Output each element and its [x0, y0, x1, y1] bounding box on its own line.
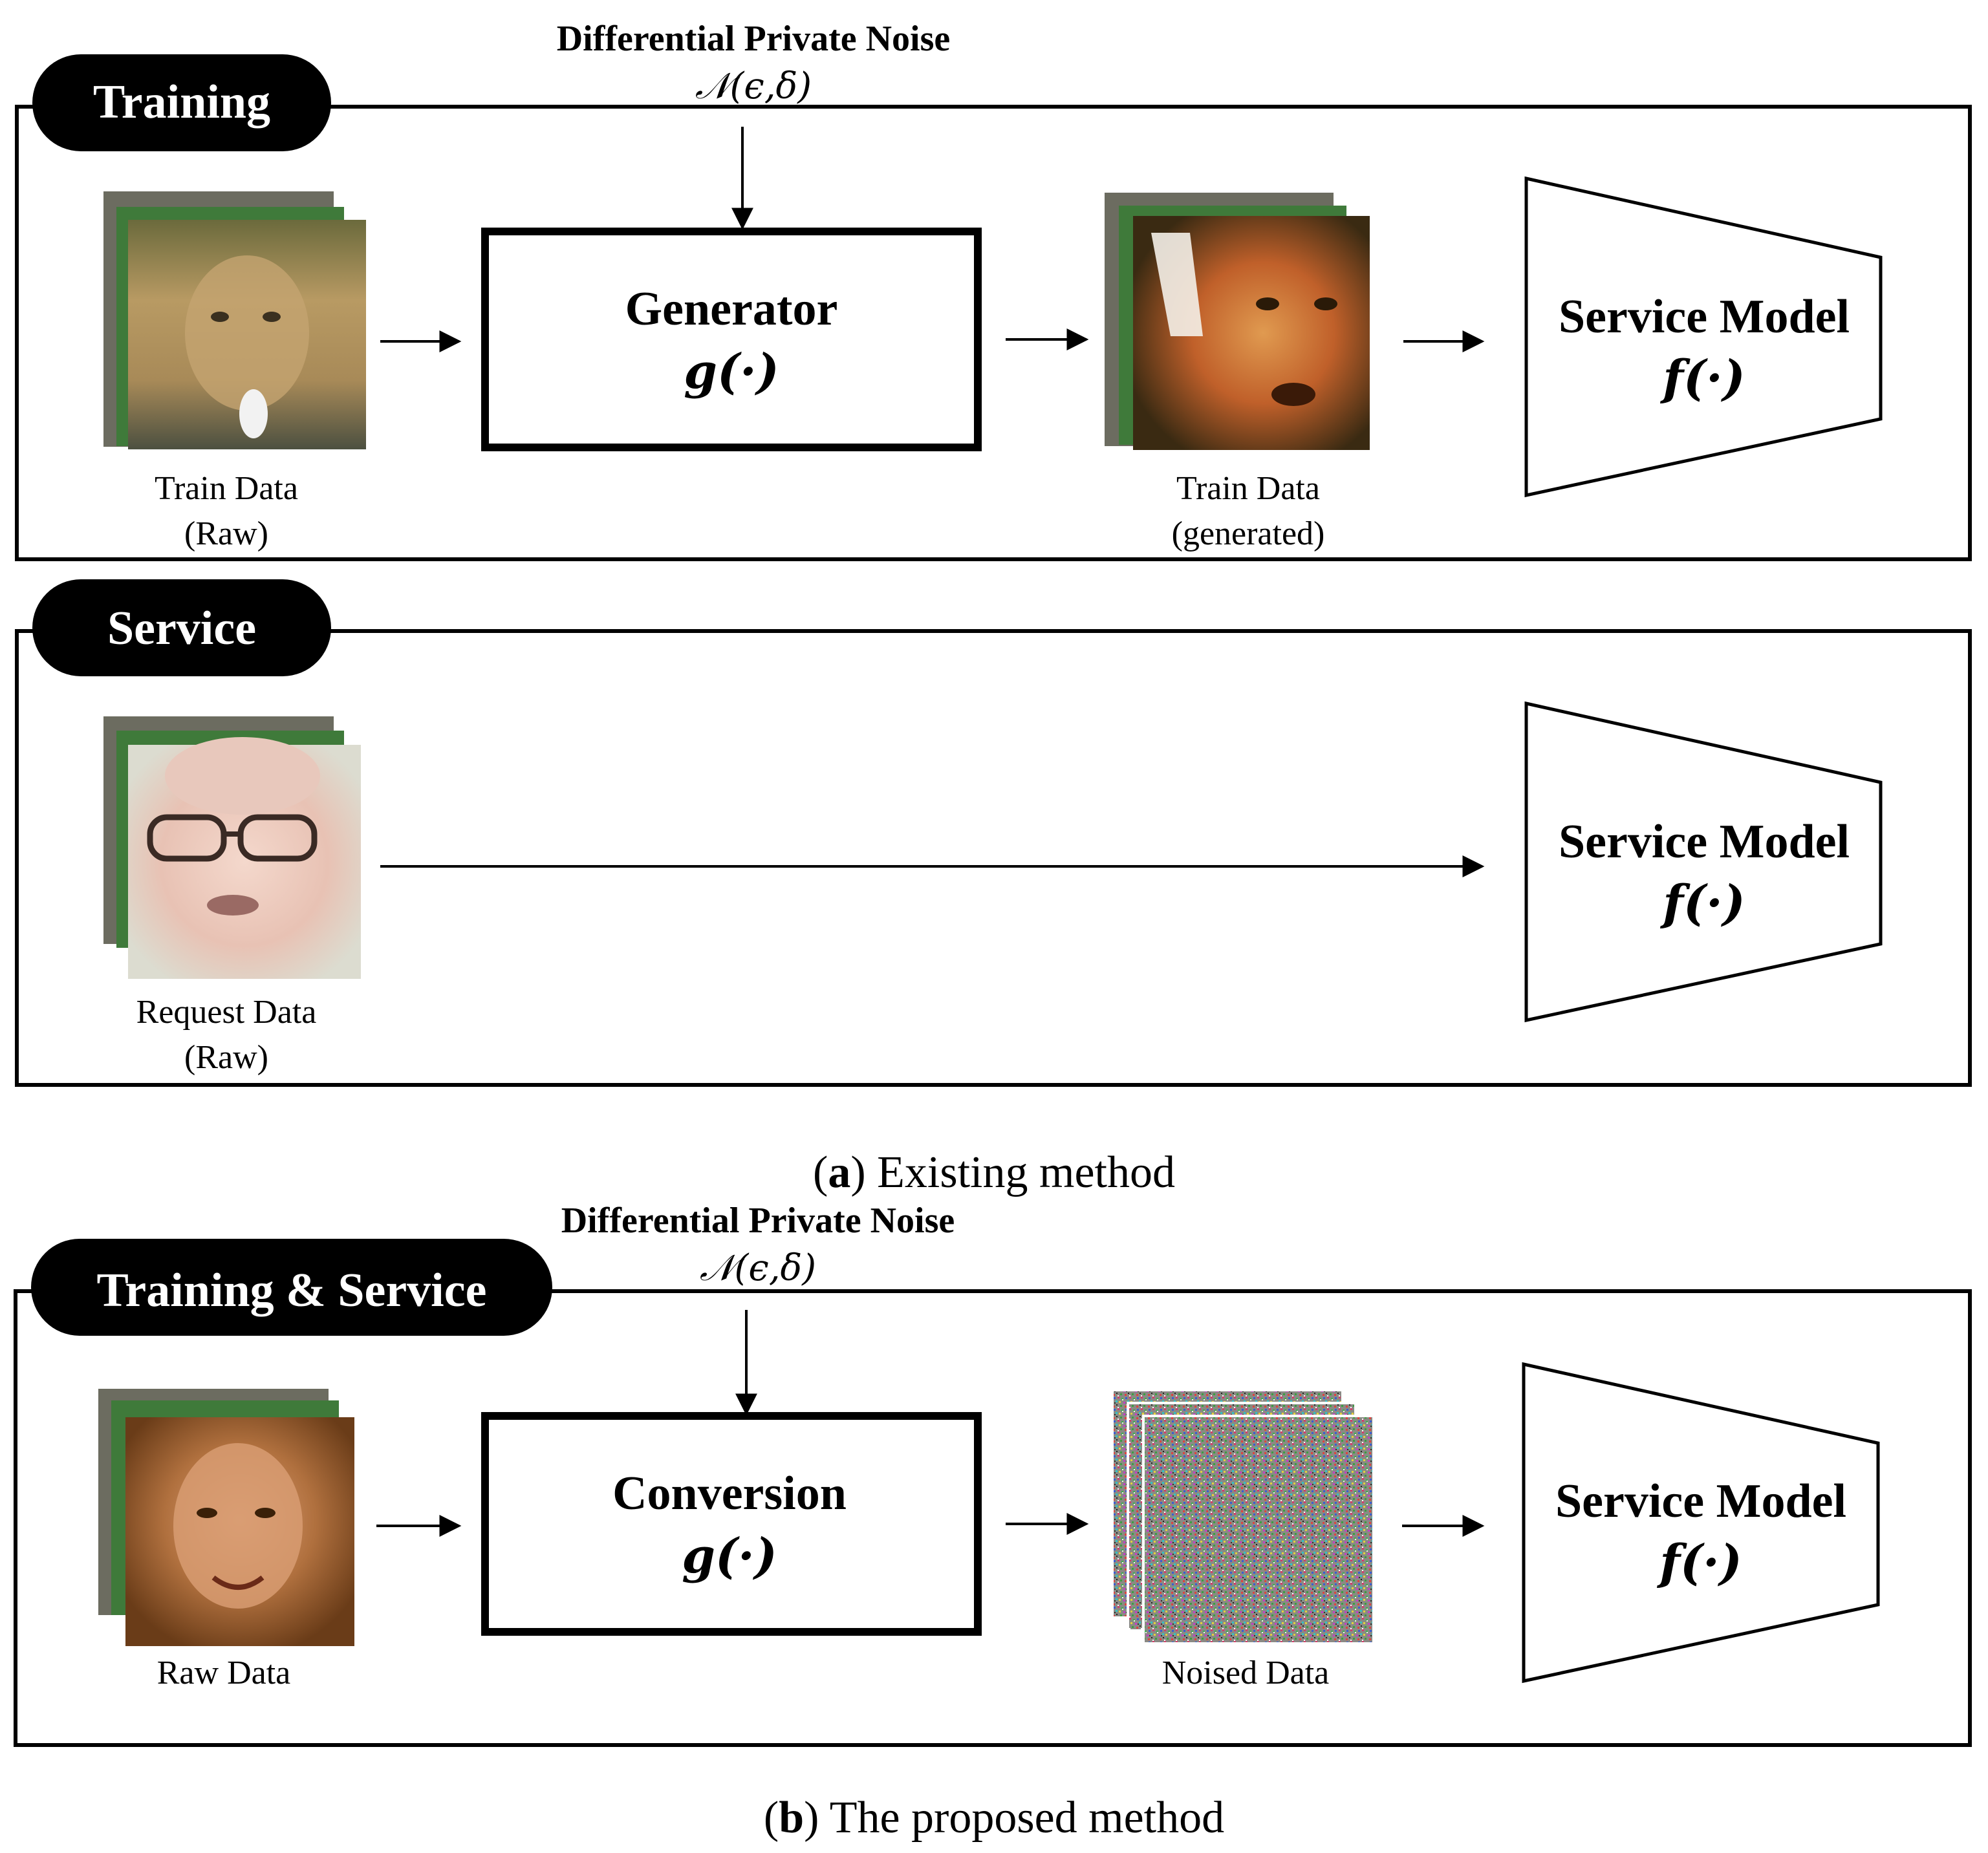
service-model-shape	[1524, 701, 1883, 1023]
caption-a-letter: a	[828, 1148, 850, 1197]
proposed-frame	[14, 1289, 1972, 1747]
training-label: Training	[93, 76, 270, 129]
training-and-service-section: Training & Service Differential Private …	[14, 1201, 1972, 1747]
conversion-box	[481, 1412, 982, 1636]
caption-a: (a) Existing method	[813, 1148, 1175, 1197]
request-raw-photo-stack	[103, 716, 361, 979]
caption-a-text: Existing method	[866, 1148, 1175, 1197]
proposed-label-pill	[31, 1239, 552, 1336]
service-label: Service	[107, 602, 256, 655]
service-label-pill	[32, 579, 331, 676]
noise-symbol: 𝒩(ϵ,δ)	[695, 65, 812, 107]
train-raw-photo-stack	[103, 191, 366, 449]
generator-func: g(·)	[684, 344, 779, 400]
service-frame	[15, 629, 1972, 1087]
generator-title: Generator	[625, 283, 838, 336]
training-frame	[15, 105, 1972, 561]
train-generated-photo-stack	[1105, 193, 1370, 450]
service-section: Service Request Data (Raw) Service Model…	[15, 579, 1972, 1087]
caption-b-letter: b	[779, 1793, 804, 1843]
proposed-service-model-shape	[1522, 1362, 1880, 1684]
noised-image	[1142, 1415, 1375, 1645]
generator-box	[481, 228, 982, 451]
service-model-func: f(·)	[1659, 875, 1745, 931]
train-generated-label-line1: Train Data	[1176, 470, 1320, 507]
raw-data-label: Raw Data	[157, 1655, 290, 1691]
train-generated-label-line2: (generated)	[1172, 515, 1325, 552]
training-service-model-shape	[1524, 176, 1883, 498]
training-model-func: f(·)	[1659, 350, 1745, 406]
conversion-title: Conversion	[612, 1467, 847, 1520]
raw-data-photo-stack	[98, 1389, 354, 1646]
training-section: Training Differential Private Noise 𝒩(ϵ,…	[15, 19, 1972, 561]
service-model-title: Service Model	[1559, 815, 1850, 868]
noise-title: Differential Private Noise	[557, 19, 951, 59]
request-label-line2: (Raw)	[184, 1039, 268, 1076]
proposed-noise-symbol: 𝒩(ϵ,δ)	[700, 1247, 816, 1289]
train-raw-label-line1: Train Data	[155, 470, 298, 507]
training-model-title: Service Model	[1559, 290, 1850, 343]
noised-data-label: Noised Data	[1162, 1655, 1329, 1691]
proposed-model-title: Service Model	[1555, 1475, 1846, 1528]
caption-b-text: The proposed method	[819, 1793, 1224, 1843]
noised-data-stack	[1111, 1389, 1375, 1645]
proposed-model-func: f(·)	[1656, 1535, 1742, 1591]
proposed-noise-title: Differential Private Noise	[561, 1201, 955, 1241]
train-raw-label-line2: (Raw)	[184, 515, 268, 552]
conversion-func: g(·)	[682, 1528, 777, 1584]
training-label-pill	[32, 54, 331, 151]
request-label-line1: Request Data	[136, 994, 317, 1031]
caption-b: (b) The proposed method	[764, 1793, 1224, 1843]
proposed-label: Training & Service	[97, 1264, 487, 1317]
